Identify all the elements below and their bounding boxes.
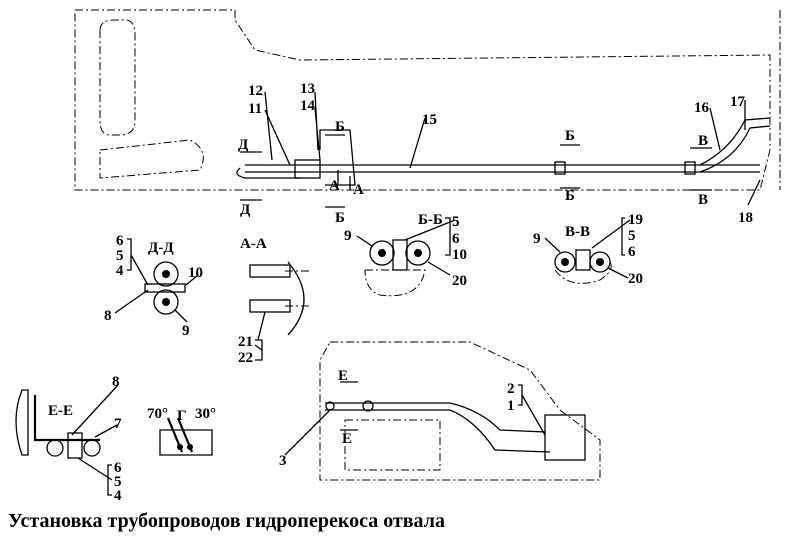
lower-view-drawing (284, 341, 601, 481)
callout: 10 (188, 265, 203, 281)
section-title: Б-Б (418, 212, 443, 228)
view-title: Г (177, 408, 187, 424)
callout: 10 (452, 247, 467, 263)
section-title: В-В (565, 224, 590, 240)
section-title: Д-Д (148, 240, 174, 256)
callout: 12 (248, 83, 263, 99)
angle-label: 70° (147, 406, 168, 422)
callout: 5 (628, 228, 636, 244)
callout: 9 (182, 323, 190, 339)
section-title: Е-Е (48, 403, 73, 419)
callout: 3 (279, 453, 287, 469)
callout: 4 (114, 488, 122, 504)
callout: 5 (116, 248, 124, 264)
section-ee-labels: Е-Е 8 7 6 5 4 (48, 374, 122, 504)
callout: 7 (114, 416, 122, 432)
section-bb-labels: Б-Б 9 5 6 10 20 (344, 212, 467, 289)
section-mark: А (329, 178, 340, 194)
callout: 17 (730, 94, 746, 110)
section-mark: Б (335, 119, 345, 135)
section-mark: Д (238, 137, 249, 153)
callout: 9 (533, 231, 541, 247)
section-mark: Б (565, 188, 575, 204)
main-view-labels: 12 11 13 14 15 Д Д А А Б Б Б Б В В 16 17… (238, 81, 753, 226)
lower-view-labels: Е Е 3 2 1 (279, 368, 515, 469)
callout: 4 (116, 263, 124, 279)
callout: 11 (248, 101, 262, 117)
section-aa-labels: А-А 21 22 (238, 236, 267, 366)
callout: 18 (738, 210, 753, 226)
callout: 6 (452, 231, 460, 247)
section-mark: Е (342, 431, 352, 447)
drawing-caption: Установка трубопроводов гидроперекоса от… (8, 510, 445, 532)
section-mark: Е (338, 368, 348, 384)
callout: 20 (628, 271, 643, 287)
callout: 2 (507, 381, 515, 397)
section-vv-labels: В-В 9 19 5 6 20 (533, 212, 643, 287)
callout: 1 (507, 398, 515, 414)
callout: 15 (422, 112, 437, 128)
pipeline-15 (236, 117, 771, 179)
callout: 5 (114, 474, 122, 490)
callout: 19 (628, 212, 643, 228)
callout: 8 (104, 308, 112, 324)
main-view-outline (74, 9, 781, 191)
section-mark: В (698, 133, 708, 149)
section-mark: Д (240, 202, 251, 218)
section-markers (240, 134, 712, 208)
section-mark: В (698, 192, 708, 208)
section-dd-drawing (114, 238, 199, 323)
leader-lines (264, 91, 761, 206)
callout: 6 (628, 244, 636, 260)
section-vv-drawing (544, 217, 631, 284)
callout: 16 (694, 100, 710, 116)
section-aa-drawing (249, 261, 310, 361)
section-mark: Б (565, 128, 575, 144)
section-mark: Б (335, 210, 345, 226)
section-bb-drawing (356, 217, 456, 297)
callout: 20 (452, 273, 467, 289)
callout: 21 (238, 334, 253, 350)
view-g-labels: 70° Г 30° (147, 406, 216, 424)
callout: 14 (300, 98, 316, 114)
callout: 6 (116, 233, 124, 249)
callout: 13 (300, 81, 315, 97)
callout: 22 (238, 350, 253, 366)
angle-label: 30° (195, 406, 216, 422)
section-title: А-А (240, 236, 267, 252)
callout: 6 (114, 460, 122, 476)
section-dd-labels: Д-Д 6 5 4 10 8 9 (104, 233, 203, 339)
section-ee-drawing (15, 384, 119, 496)
callout: 9 (344, 228, 352, 244)
view-g-drawing (159, 417, 213, 456)
section-mark: А (353, 182, 364, 198)
callout: 8 (112, 374, 120, 390)
callout: 5 (452, 214, 460, 230)
